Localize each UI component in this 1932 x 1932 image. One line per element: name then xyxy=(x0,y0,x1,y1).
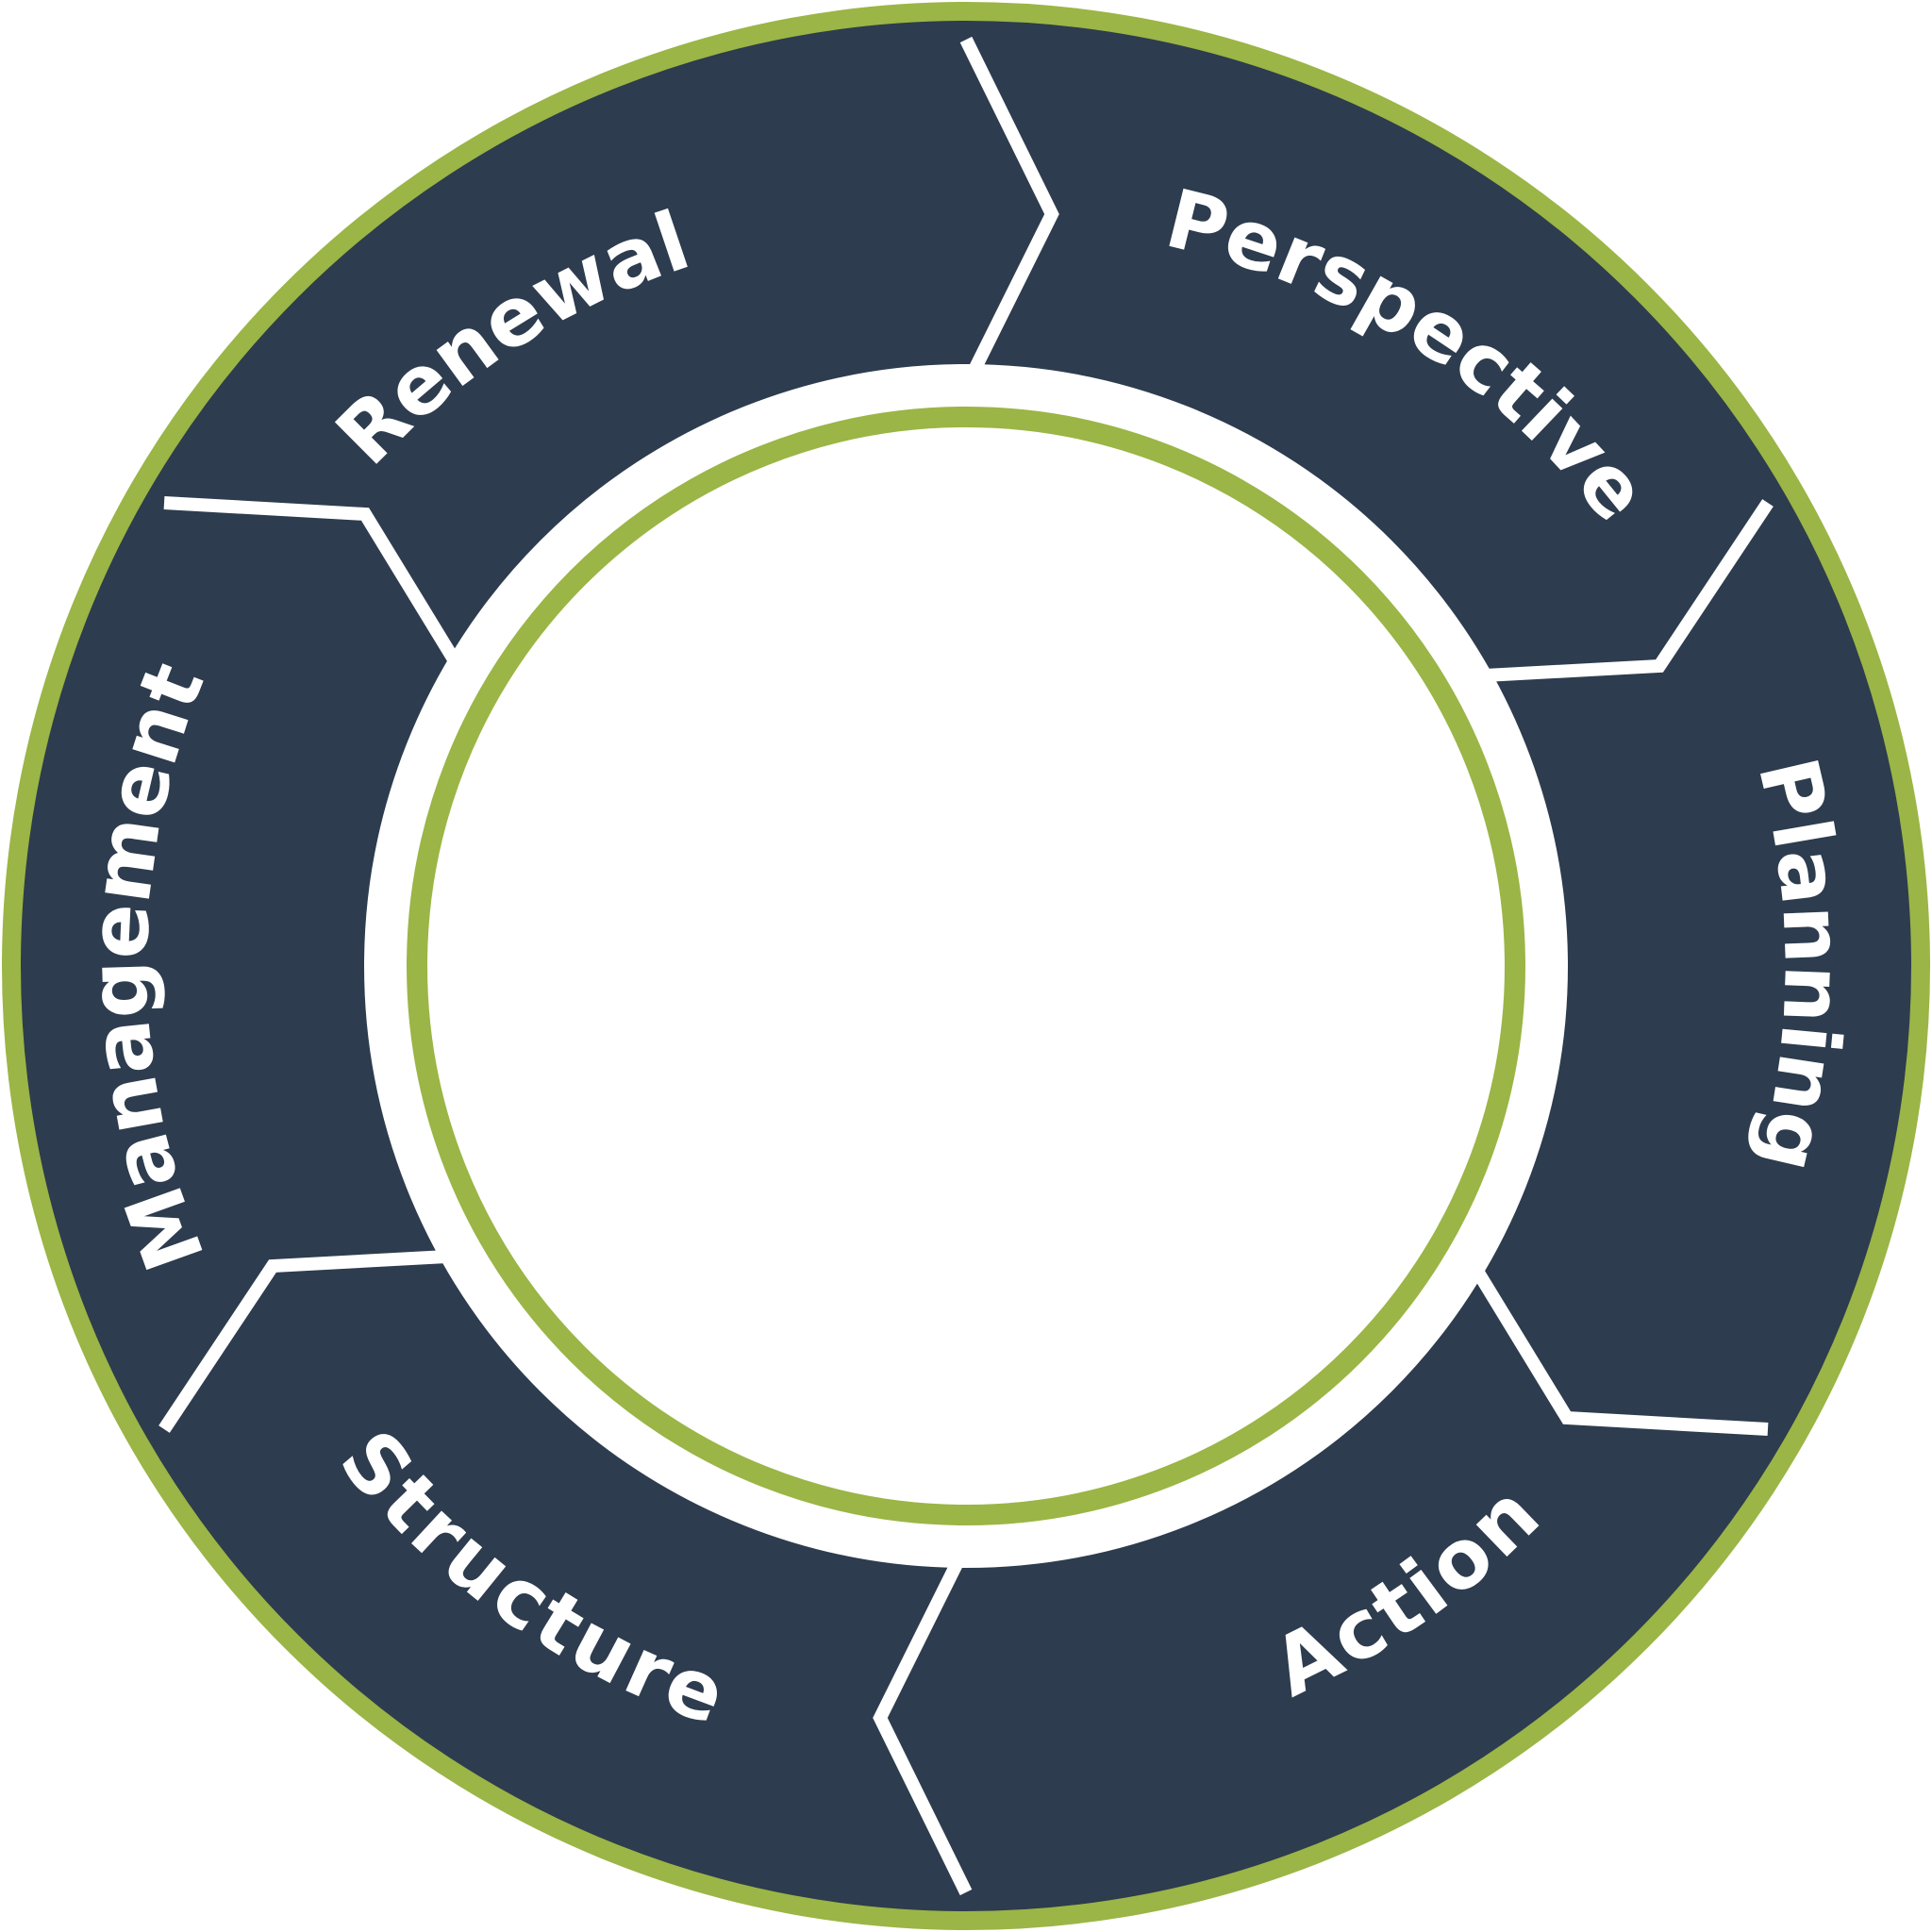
separator-perspective-planning xyxy=(1467,499,1774,683)
separator-management-renewal xyxy=(163,496,470,680)
separator-renewal-perspective xyxy=(959,36,1059,391)
inner-ring xyxy=(407,407,1525,1525)
separator-action-structure xyxy=(873,1541,973,1896)
separator-structure-management xyxy=(158,1249,465,1433)
segment-band xyxy=(21,21,1911,1911)
segment-separators xyxy=(158,36,1774,1896)
separator-planning-action xyxy=(1462,1252,1769,1436)
